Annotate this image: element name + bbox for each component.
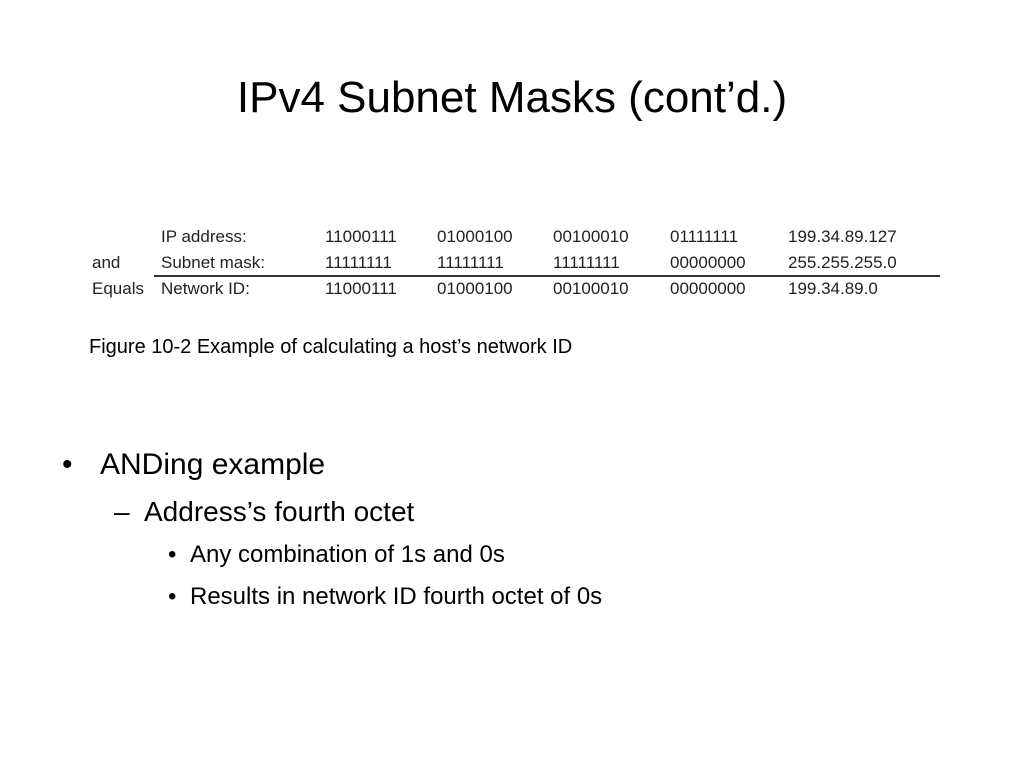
dotted-decimal: 199.34.89.0 <box>788 279 878 298</box>
octet-4: 00000000 <box>670 279 746 298</box>
octet-3: 00100010 <box>553 227 629 246</box>
bullet-text: ANDing example <box>100 448 326 481</box>
octet-2: 01000100 <box>437 227 513 246</box>
octet-3: 11111111 <box>553 253 620 272</box>
bullet-text: Results in network ID fourth octet of 0s <box>190 583 603 610</box>
octet-4: 01111111 <box>670 227 739 246</box>
octet-1: 11000111 <box>325 227 397 246</box>
figure-caption: Figure 10-2 Example of calculating a hos… <box>89 336 573 358</box>
slide-title: IPv4 Subnet Masks (cont’d.) <box>236 73 788 122</box>
octet-2: 11111111 <box>437 253 504 272</box>
figure-row-ip-address: IP address: 11000111 01000100 00100010 0… <box>90 224 942 250</box>
bullet-text: Any combination of 1s and 0s <box>190 541 505 568</box>
bullet-dot-icon: • <box>168 541 177 568</box>
row-prefix: Equals <box>92 279 144 298</box>
row-label: IP address: <box>161 227 247 246</box>
result-divider <box>154 275 940 277</box>
row-label: Subnet mask: <box>161 253 265 272</box>
bullet-dot-icon: • <box>168 583 177 610</box>
dotted-decimal: 255.255.255.0 <box>788 253 897 272</box>
octet-2: 01000100 <box>437 279 513 298</box>
dotted-decimal: 199.34.89.127 <box>788 227 897 246</box>
row-label: Network ID: <box>161 279 250 298</box>
bullet-text: Address’s fourth octet <box>144 496 415 527</box>
figure-row-network-id: Equals Network ID: 11000111 01000100 001… <box>90 276 942 302</box>
row-prefix: and <box>92 253 121 272</box>
bullet-dot-icon: • <box>62 448 73 481</box>
octet-4: 00000000 <box>670 253 746 272</box>
figure-row-subnet-mask: and Subnet mask: 11111111 11111111 11111… <box>90 250 942 276</box>
octet-1: 11000111 <box>325 279 397 298</box>
bullet-dash-icon: – <box>114 496 130 527</box>
network-id-figure: IP address: 11000111 01000100 00100010 0… <box>90 224 942 304</box>
octet-3: 00100010 <box>553 279 629 298</box>
octet-1: 11111111 <box>325 253 392 272</box>
